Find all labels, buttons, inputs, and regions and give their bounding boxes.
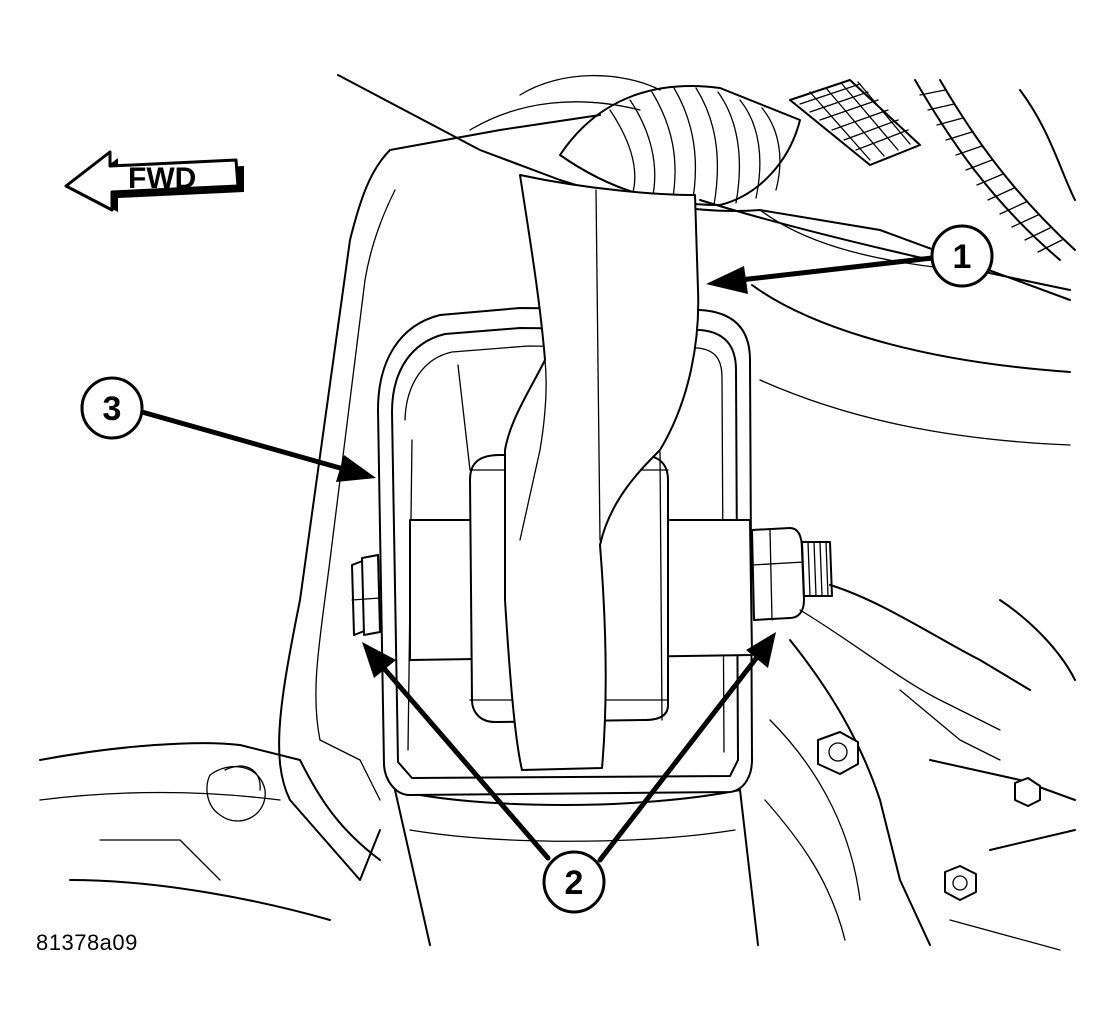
- callout-1-leader: [706, 255, 935, 294]
- callout-2-leader-left: [362, 642, 551, 861]
- figure-id-label: 81378a09: [36, 930, 138, 955]
- callout-2-number: 2: [565, 864, 584, 902]
- callout-2-leader-right: [597, 632, 776, 863]
- hex-bolt-a: [817, 731, 859, 775]
- callout-1-number: 1: [953, 238, 972, 276]
- bolt-right-nut: [751, 527, 833, 621]
- callout-2: 2: [542, 850, 606, 914]
- bolt-left: [351, 554, 381, 636]
- hex-bolt-c: [1014, 777, 1041, 807]
- left-body-panel: [39, 149, 396, 921]
- torque-strut-arm: [504, 174, 700, 771]
- engine-details: [764, 584, 1076, 951]
- callout-3-number: 3: [103, 390, 122, 428]
- callout-3-leader: [139, 409, 376, 482]
- hex-bolt-b: [944, 865, 977, 901]
- fwd-arrow-icon: FWD: [64, 150, 244, 212]
- callout-1: 1: [930, 224, 994, 288]
- callout-3: 3: [80, 376, 144, 440]
- mesh-grille: [789, 79, 921, 166]
- fwd-label: FWD: [128, 162, 196, 195]
- frame-rail: [394, 789, 759, 946]
- corrugated-cable: [914, 79, 1076, 261]
